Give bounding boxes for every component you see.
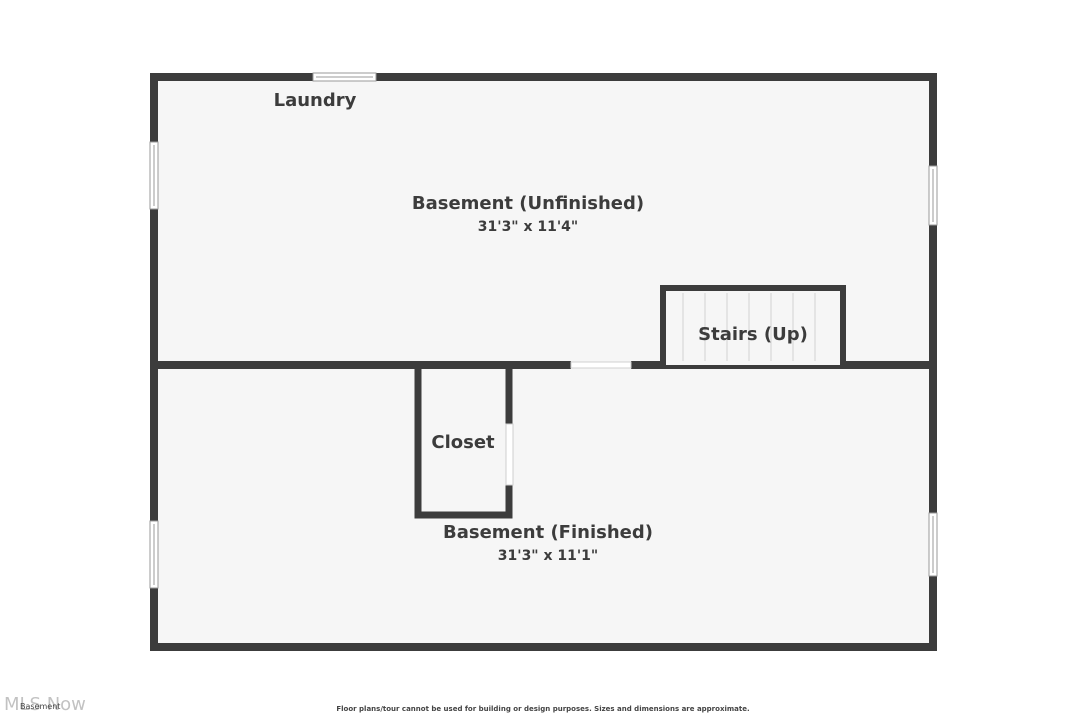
room-label-stairs: Stairs (Up)	[698, 324, 808, 345]
room-label-finished: Basement (Finished)	[443, 522, 653, 543]
room-label-closet: Closet	[431, 432, 495, 453]
disclaimer: Floor plans/tour cannot be used for buil…	[336, 705, 750, 713]
stairs-wall	[660, 285, 846, 365]
floor-label: Basement	[20, 702, 61, 711]
closet-door	[505, 423, 514, 486]
room-dims-unfinished: 31'3" x 11'4"	[478, 219, 578, 235]
doorway-opening	[570, 361, 632, 369]
stairs-area	[663, 288, 843, 365]
closet-wall	[414, 365, 513, 519]
room-dims-finished: 31'3" x 11'1"	[498, 548, 598, 564]
room-label-laundry: Laundry	[274, 90, 357, 111]
watermark: MLS Now	[4, 694, 86, 715]
room-label-unfinished: Basement (Unfinished)	[412, 193, 644, 214]
